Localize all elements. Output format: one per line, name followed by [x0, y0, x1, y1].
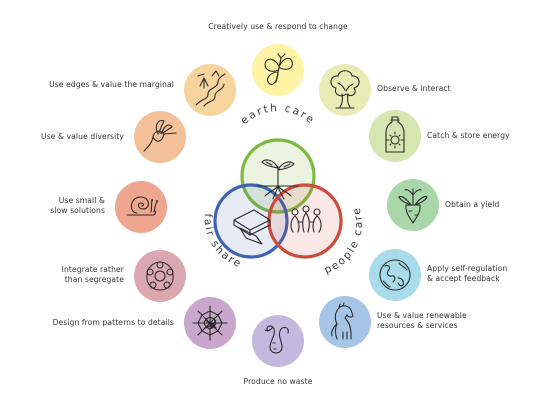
tree-icon: [330, 70, 360, 109]
principle-circle: [369, 249, 421, 301]
label-renewable: Use & value renewable resources & servic…: [377, 311, 467, 331]
label-obtain-yield: Obtain a yield: [445, 200, 500, 209]
carrot-icon: [398, 188, 428, 224]
principle-creatively-use: [252, 44, 304, 96]
hummingbird-icon: [143, 120, 177, 152]
river-icon: [195, 70, 226, 107]
principle-integrate: [134, 250, 186, 302]
globe-icon: [379, 259, 411, 291]
circle-of-people-icon: [146, 261, 174, 291]
people-group-icon: [290, 205, 322, 233]
principle-circle: [134, 250, 186, 302]
principle-circle: [134, 111, 186, 163]
label-creatively-use: Creatively use & respond to change: [208, 22, 348, 31]
principle-edges: [184, 64, 236, 116]
snail-icon: [126, 196, 158, 216]
label-integrate: Integrate rather than segregate: [61, 265, 124, 285]
principle-circle: [319, 296, 371, 348]
ethics-venn: earth care fair share people care: [201, 102, 362, 276]
principle-no-waste: [252, 315, 304, 367]
principle-observe: [319, 64, 371, 116]
label-observe: Observe & interact: [377, 84, 451, 93]
earth-care-label: earth care: [239, 102, 318, 127]
worm-icon: [264, 325, 289, 354]
principle-patterns: [184, 297, 236, 349]
label-diversity: Use & value diversity: [41, 132, 124, 141]
principle-catch-store: [369, 110, 421, 162]
principle-obtain-yield: [387, 179, 439, 231]
sprout-icon: [257, 159, 299, 200]
fair-share-circle: [213, 183, 289, 259]
people-care-circle: [267, 183, 343, 259]
principle-diversity: [134, 111, 186, 163]
label-self-regulation: Apply self-regulation & accept feedback: [427, 264, 508, 284]
horse-icon: [331, 302, 354, 340]
principle-circle: [252, 315, 304, 367]
label-small-slow: Use small & slow solutions: [50, 196, 105, 216]
jar-sun-icon: [385, 116, 405, 153]
butterfly-icon: [264, 53, 293, 85]
spiderweb-icon: [192, 305, 228, 341]
principle-circle: [115, 181, 167, 233]
shared-pie-icon: [233, 209, 271, 245]
label-catch-store: Catch & store energy: [427, 131, 510, 140]
label-patterns: Design from patterns to details: [52, 318, 174, 327]
label-no-waste: Produce no waste: [243, 377, 313, 386]
principle-small-slow: [115, 181, 167, 233]
label-edges: Use edges & value the marginal: [49, 80, 174, 89]
principle-renewable: [319, 296, 371, 348]
principle-self-regulation: [369, 249, 421, 301]
